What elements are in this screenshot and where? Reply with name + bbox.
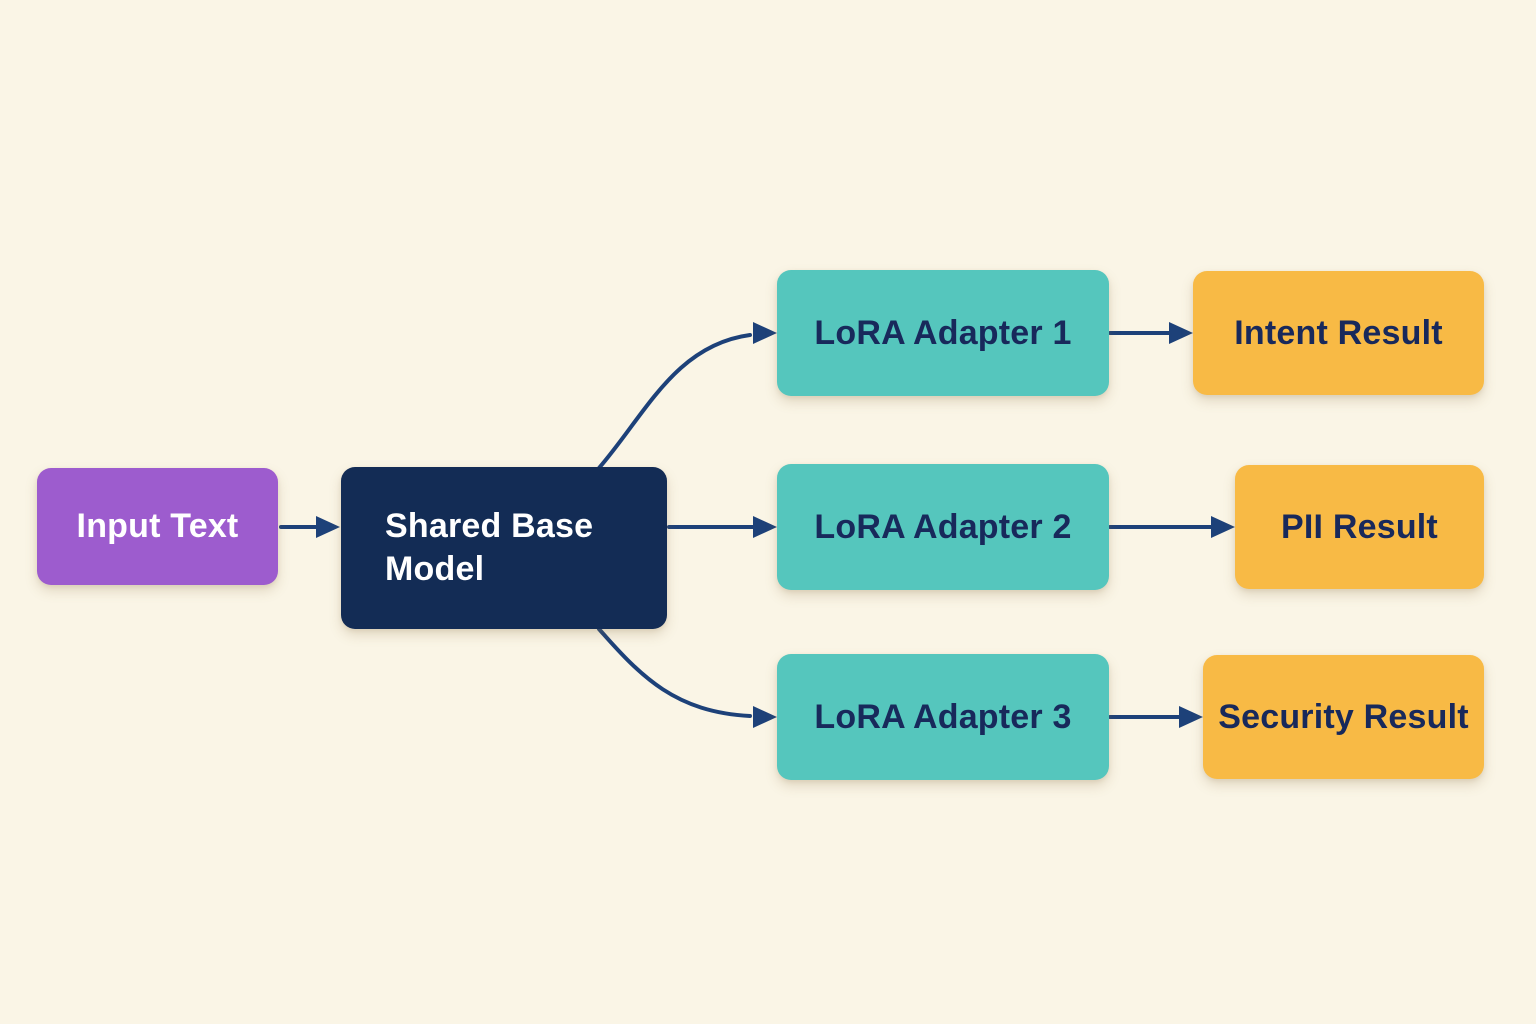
node-security-result: Security Result — [1203, 655, 1484, 779]
node-label: Shared Base Model — [385, 507, 594, 588]
arrowhead-icon — [1169, 322, 1193, 344]
node-lora-adapter-2: LoRA Adapter 2 — [777, 464, 1109, 590]
node-label: PII Result — [1281, 507, 1438, 546]
node-label: LoRA Adapter 2 — [814, 507, 1072, 546]
arrowhead-icon — [1211, 516, 1235, 538]
edge-base-to-lora3 — [597, 627, 752, 718]
node-label: Security Result — [1218, 697, 1469, 736]
node-label: LoRA Adapter 3 — [814, 697, 1072, 736]
arrowhead-icon — [753, 516, 777, 538]
arrowhead-icon — [753, 706, 777, 728]
arrowhead-icon — [753, 322, 777, 344]
node-label: Input Text — [76, 507, 239, 545]
node-pii-result: PII Result — [1235, 465, 1484, 589]
node-label: Intent Result — [1234, 313, 1443, 352]
node-label: LoRA Adapter 1 — [814, 313, 1072, 352]
node-lora-adapter-1: LoRA Adapter 1 — [777, 270, 1109, 396]
arrowhead-icon — [1179, 706, 1203, 728]
node-lora-adapter-3: LoRA Adapter 3 — [777, 654, 1109, 780]
node-input-text: Input Text — [37, 468, 278, 585]
arrowhead-icon — [316, 516, 340, 538]
node-intent-result: Intent Result — [1193, 271, 1484, 395]
node-shared-base-model: Shared Base Model — [341, 467, 667, 629]
edge-base-to-lora1 — [597, 333, 752, 470]
